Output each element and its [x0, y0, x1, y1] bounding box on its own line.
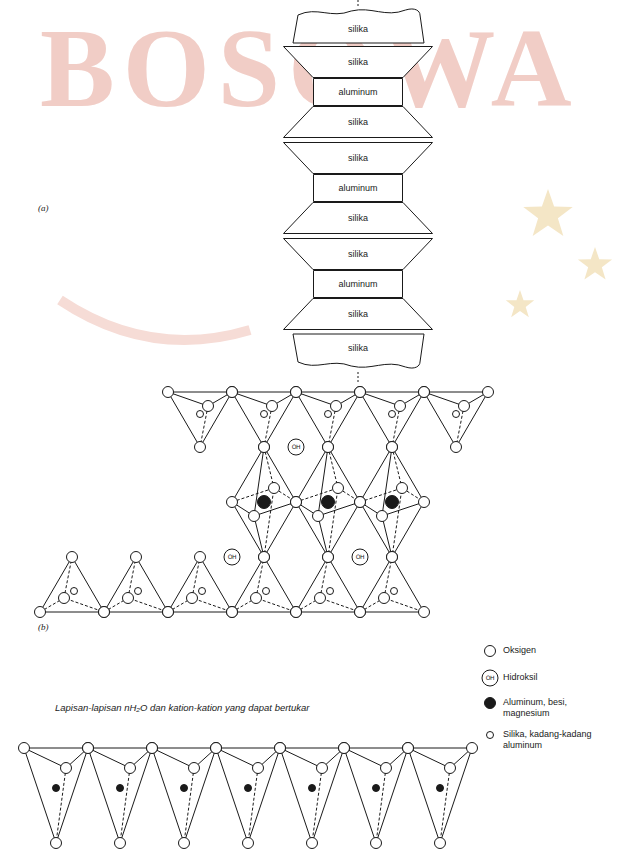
silica-tetrahedron [419, 387, 494, 453]
silica-sheet: silika [283, 46, 433, 78]
axis-line [358, 372, 359, 382]
legend-text: Hidroksil [503, 672, 613, 683]
legend-hydroxyl-sample [482, 670, 498, 686]
alumina-sheet: aluminum [313, 270, 403, 298]
silica-tetrahedron [83, 743, 158, 849]
layer-name: aluminum [338, 87, 377, 98]
watermark-arc [60, 300, 250, 340]
sheet-outline-path [284, 107, 433, 138]
silica-sheet: silika [283, 142, 433, 174]
silica-tetrahedron [275, 743, 350, 849]
hydroxyl-symbol [352, 549, 368, 565]
legend-text: Aluminum, besi, magnesium [503, 697, 613, 719]
silica-tetrahedron [211, 743, 286, 849]
hydroxyl-label: OH [224, 553, 240, 561]
sheet-outline [290, 334, 426, 372]
sheet-outline-path [293, 9, 424, 43]
silica-tetrahedron [147, 743, 222, 849]
layer-note: Lapisan-lapisan nH₂O dan kation-kation y… [55, 702, 309, 713]
part-label: (a) [38, 203, 49, 213]
layer-name: silika [348, 24, 368, 35]
layer-name: silika [348, 309, 368, 320]
layer-name: silika [348, 213, 368, 224]
sheet-outline-path [314, 79, 403, 106]
silica-tetrahedron [339, 743, 414, 849]
silica-sheet: silika [283, 298, 433, 330]
watermark-star [578, 247, 612, 280]
silica-sheet: silika [283, 106, 433, 138]
silica-sheet: silika [290, 5, 426, 43]
silica-sheet: silika [290, 334, 426, 372]
silica-tetrahedron [35, 552, 110, 618]
alumina-octahedron [355, 442, 430, 563]
silica-sheet: silika [283, 202, 433, 234]
hydroxyl-label: OH [352, 553, 368, 561]
legend-metal-sample [485, 698, 496, 709]
layer-name: aluminum [338, 183, 377, 194]
hydroxyl-symbol [224, 549, 240, 565]
sheet-outline-path [314, 271, 403, 298]
watermark-star [523, 189, 572, 236]
part-label: (b) [38, 622, 49, 632]
sheet-outline-path [314, 175, 403, 202]
layer-name: silika [348, 343, 368, 354]
silica-tetrahedron [403, 743, 478, 849]
layer-name: silika [348, 117, 368, 128]
layer-name: silika [348, 153, 368, 164]
silica-tetrahedron [99, 552, 174, 618]
alumina-sheet: aluminum [313, 174, 403, 202]
legend-text: Silika, kadang-kadang aluminum [503, 729, 613, 751]
hydroxyl-symbol [288, 439, 304, 455]
hydroxyl-label: OH [482, 674, 498, 682]
legend-oxygen-sample [485, 646, 496, 657]
watermark-star [506, 290, 535, 317]
layer-name: silika [348, 249, 368, 260]
sheet-outline-path [284, 47, 433, 78]
silica-sheet: silika [283, 238, 433, 270]
layer-name: silika [348, 57, 368, 68]
legend-text: Oksigen [503, 645, 613, 656]
sheet-outline-path [284, 299, 433, 330]
sheet-outline-path [284, 143, 433, 174]
silica-tetrahedron [19, 743, 94, 849]
axis-line [358, 0, 359, 6]
silica-tetrahedron [163, 387, 238, 453]
alumina-sheet: aluminum [313, 78, 403, 106]
sheet-outline-path [284, 239, 433, 270]
layer-name: aluminum [338, 279, 377, 290]
sheet-outline-path [293, 334, 424, 368]
legend-silica-sample [487, 732, 494, 739]
hydroxyl-label: OH [288, 443, 304, 451]
sheet-outline-path [284, 203, 433, 234]
